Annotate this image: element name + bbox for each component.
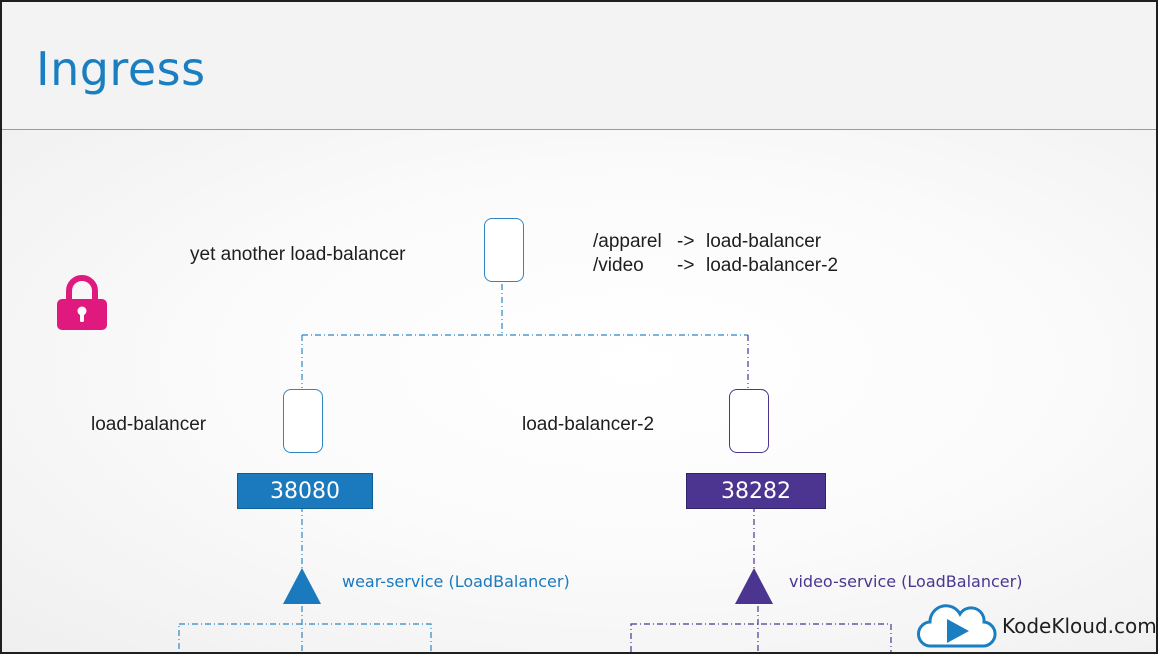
- page-title: Ingress: [36, 42, 206, 96]
- wear-service-label: wear-service (LoadBalancer): [342, 572, 570, 591]
- right-load-balancer-label: load-balancer-2: [522, 414, 655, 435]
- slide-header: Ingress: [2, 2, 1156, 130]
- kodekloud-logo-icon: [917, 604, 997, 648]
- rule-arrow: ->: [677, 255, 695, 276]
- video-service-label: video-service (LoadBalancer): [789, 572, 1023, 591]
- brand-name: KodeKloud.com: [1002, 614, 1157, 638]
- left-load-balancer-label: load-balancer: [91, 414, 207, 435]
- kodekloud-brand: KodeKloud.com: [917, 602, 1156, 652]
- lock-icon: [57, 275, 107, 330]
- rule-path: /apparel: [593, 231, 662, 252]
- right-load-balancer-node[interactable]: [729, 389, 769, 453]
- wear-pods-box: [178, 623, 432, 652]
- top-load-balancer-node[interactable]: [484, 218, 524, 282]
- rule-target: load-balancer: [706, 231, 822, 252]
- top-load-balancer-label: yet another load-balancer: [190, 244, 406, 265]
- video-port-box: 38282: [686, 473, 826, 509]
- rule-path: /video: [593, 255, 644, 276]
- rule-arrow: ->: [677, 231, 695, 252]
- rule-target: load-balancer-2: [706, 255, 839, 276]
- wear-service-triangle: [283, 568, 321, 604]
- left-load-balancer-node[interactable]: [283, 389, 323, 453]
- video-service-triangle: [735, 568, 773, 604]
- wear-port-box: 38080: [237, 473, 373, 509]
- video-pods-box: [630, 623, 892, 652]
- diagram-background: [2, 130, 1156, 652]
